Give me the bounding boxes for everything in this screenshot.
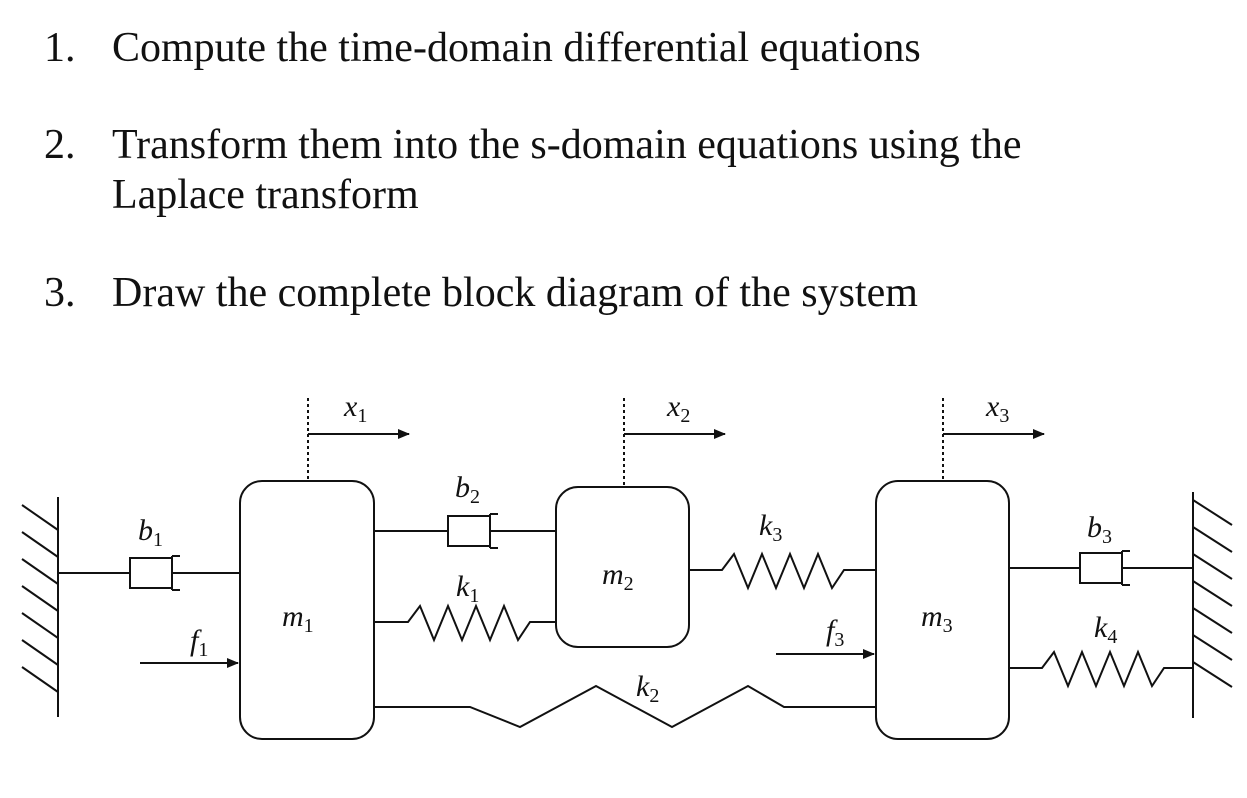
label-x2: x2	[666, 390, 690, 427]
label-m1: m1	[282, 600, 314, 637]
label-x3: x3	[985, 390, 1009, 427]
mass-m3-block	[875, 480, 1010, 740]
spring-k2	[374, 684, 876, 729]
label-f1: f1	[190, 624, 208, 661]
label-k3: k3	[759, 509, 782, 546]
right-wall	[1192, 492, 1233, 718]
damper-b1	[58, 555, 240, 591]
label-f3: f3	[826, 614, 844, 651]
task-1-text: Compute the time-domain differential equ…	[112, 25, 921, 71]
label-x1: x1	[343, 390, 367, 427]
task-3-number: 3.	[44, 270, 76, 316]
mass-m2-block	[555, 486, 690, 648]
damper-b2	[374, 513, 556, 549]
task-3-text: Draw the complete block diagram of the s…	[112, 270, 918, 316]
task-2-number: 2.	[44, 122, 76, 168]
label-k4: k4	[1094, 611, 1117, 648]
task-1: 1. Compute the time-domain differential e…	[44, 23, 1092, 73]
damper-b3	[1009, 550, 1193, 586]
label-m3: m3	[921, 600, 953, 637]
label-b1: b1	[138, 514, 163, 551]
spring-k1	[374, 603, 556, 643]
task-1-number: 1.	[44, 25, 76, 71]
task-2-text: Transform them into the s-domain equatio…	[112, 122, 1022, 218]
label-b3: b3	[1087, 511, 1112, 548]
displacement-markers	[307, 398, 1045, 487]
label-b2: b2	[455, 471, 480, 508]
label-k2: k2	[636, 670, 659, 707]
spring-k4	[1009, 649, 1193, 689]
task-3: 3. Draw the complete block diagram of the…	[44, 268, 1092, 318]
label-k1: k1	[456, 570, 479, 607]
left-wall	[21, 497, 59, 717]
task-2: 2. Transform them into the s-domain equat…	[44, 120, 1092, 220]
mass-m1-block	[239, 480, 375, 740]
spring-k3	[689, 551, 876, 591]
label-m2: m2	[602, 558, 634, 595]
